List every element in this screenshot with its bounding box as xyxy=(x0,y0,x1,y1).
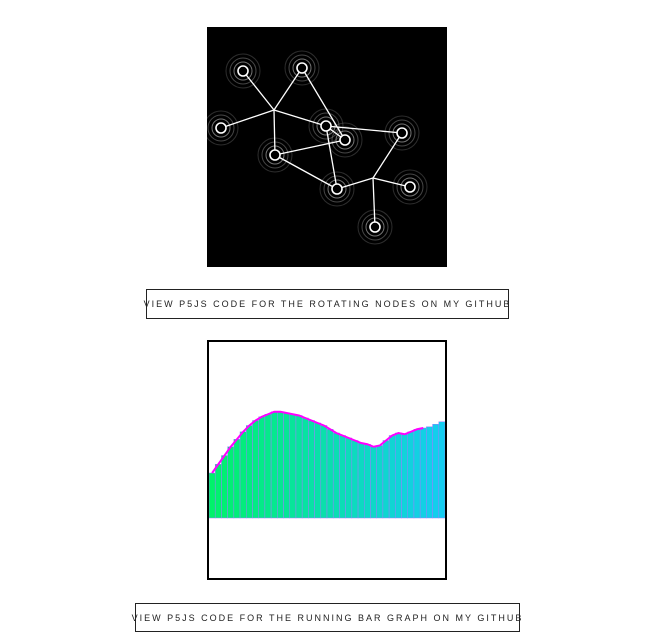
bar xyxy=(320,425,328,519)
running-bar-graph xyxy=(209,410,445,519)
bar xyxy=(221,455,228,519)
bar xyxy=(227,446,235,519)
bar xyxy=(432,424,440,519)
rotating-nodes-canvas xyxy=(207,27,447,267)
bar xyxy=(308,420,315,519)
bar xyxy=(314,422,322,519)
bar xyxy=(351,440,359,519)
graph-node xyxy=(392,169,428,205)
node-edge xyxy=(372,177,376,228)
bar xyxy=(376,445,384,519)
bar xyxy=(209,472,216,519)
node-edge xyxy=(325,125,403,134)
bar xyxy=(326,429,334,519)
bar xyxy=(438,421,445,519)
bar-outline-line xyxy=(211,410,424,474)
node-edge xyxy=(372,177,411,188)
node-edge xyxy=(273,109,327,127)
bar xyxy=(426,426,433,519)
bar xyxy=(339,435,346,519)
graph-node xyxy=(319,171,355,207)
graph-node xyxy=(308,108,344,144)
graph-node xyxy=(257,137,293,173)
bar xyxy=(270,411,278,519)
bar xyxy=(252,420,259,519)
bar xyxy=(357,442,365,519)
bar xyxy=(283,412,290,519)
node-edge xyxy=(325,125,338,190)
bar xyxy=(264,414,272,519)
bar xyxy=(395,432,402,519)
node-edge xyxy=(242,70,275,111)
bar xyxy=(277,411,284,519)
bar xyxy=(388,435,396,519)
bar xyxy=(239,431,247,519)
graph-node xyxy=(284,50,320,86)
bar xyxy=(233,439,241,519)
node-edge xyxy=(301,67,346,141)
bar xyxy=(332,432,340,519)
bar xyxy=(258,416,266,519)
bar xyxy=(289,414,297,519)
graph-node xyxy=(327,122,363,158)
bar xyxy=(214,464,222,519)
node-edge xyxy=(372,132,403,179)
bar xyxy=(382,440,390,519)
bar xyxy=(401,434,408,519)
node-edge xyxy=(336,177,374,190)
bar xyxy=(407,431,415,519)
graph-node xyxy=(357,209,393,245)
node-edge xyxy=(273,67,303,111)
rotating-nodes-github-link[interactable]: VIEW P5JS CODE FOR THE ROTATING NODES ON… xyxy=(144,289,509,319)
running-bar-graph-canvas xyxy=(207,340,447,580)
node-edge xyxy=(220,109,275,129)
graph-node xyxy=(384,115,420,151)
node-edge xyxy=(273,109,276,156)
bar xyxy=(246,425,253,519)
bar xyxy=(345,437,353,519)
rotating-nodes-graphic xyxy=(207,50,428,245)
bar xyxy=(370,446,377,519)
bar xyxy=(301,417,309,519)
graph-node xyxy=(207,110,239,146)
node-edge xyxy=(274,139,346,156)
running-bar-graph-github-link[interactable]: VIEW P5JS CODE FOR THE RUNNING BAR GRAPH… xyxy=(132,603,521,632)
bar xyxy=(295,415,303,519)
bar xyxy=(413,429,421,519)
bar xyxy=(364,444,371,519)
node-edge xyxy=(274,154,338,190)
graph-node xyxy=(225,53,261,89)
bar xyxy=(419,427,427,519)
